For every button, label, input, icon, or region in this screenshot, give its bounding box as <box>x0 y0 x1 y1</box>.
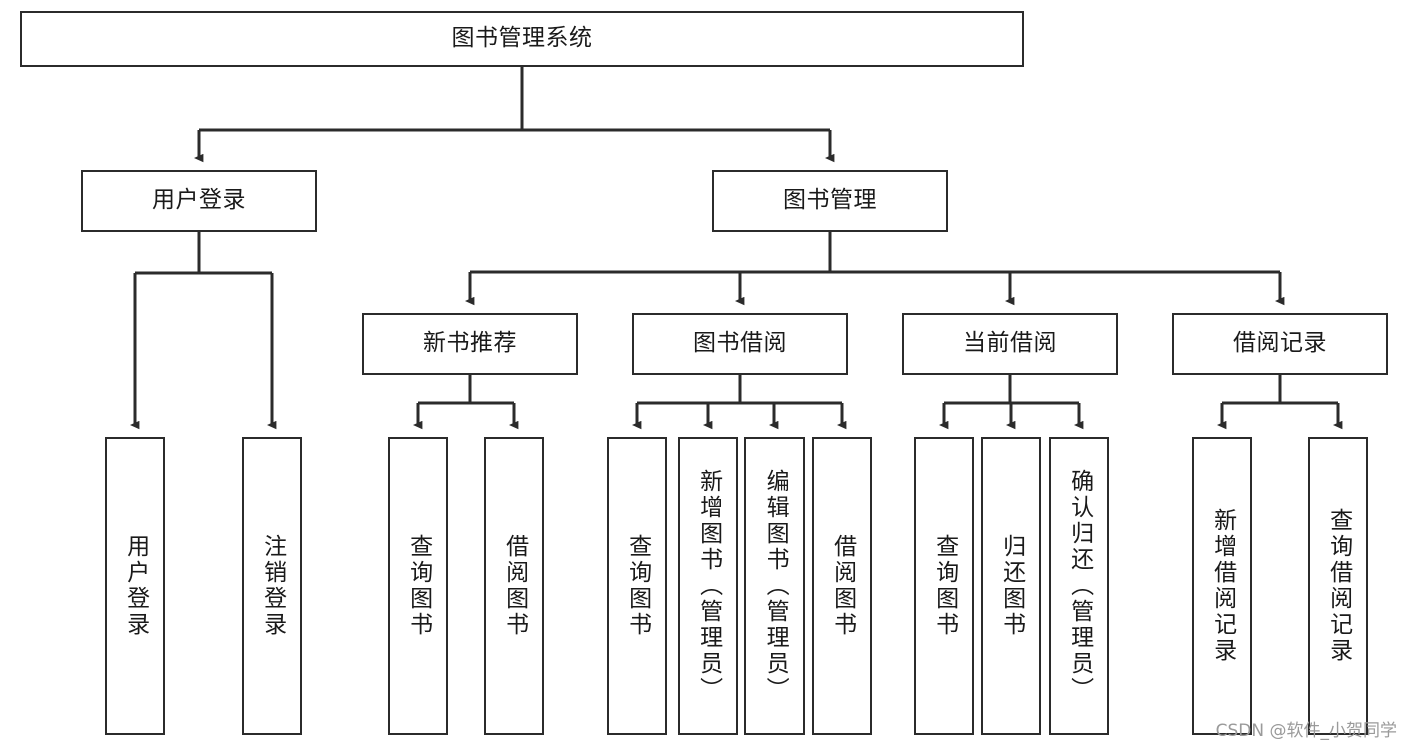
leaf-return-book[interactable]: 归还图书 <box>981 437 1041 735</box>
leaf-borrow-book-2[interactable]: 借阅图书 <box>812 437 872 735</box>
node-current-borrow-label: 当前借阅 <box>963 330 1057 357</box>
node-book-manage-label: 图书管理 <box>783 187 877 214</box>
leaf-query-book-3[interactable]: 查询图书 <box>914 437 974 735</box>
node-borrow-record-label: 借阅记录 <box>1233 330 1327 357</box>
leaf-logout-label: 注销登录 <box>259 534 286 638</box>
leaf-add-book[interactable]: 新增图书（管理员） <box>678 437 738 735</box>
leaf-query-book-1[interactable]: 查询图书 <box>388 437 448 735</box>
leaf-query-book-2-label: 查询图书 <box>624 534 651 638</box>
node-new-book-rec[interactable]: 新书推荐 <box>362 313 578 375</box>
leaf-query-book-3-label: 查询图书 <box>931 534 958 638</box>
leaf-borrow-book-1-label: 借阅图书 <box>501 534 528 638</box>
leaf-edit-book[interactable]: 编辑图书（管理员） <box>744 437 805 735</box>
leaf-confirm-return[interactable]: 确认归还（管理员） <box>1049 437 1109 735</box>
leaf-add-record-label: 新增借阅记录 <box>1209 508 1236 664</box>
leaf-add-record[interactable]: 新增借阅记录 <box>1192 437 1252 735</box>
leaf-return-book-label: 归还图书 <box>998 534 1025 638</box>
node-user-login-label: 用户登录 <box>152 187 246 214</box>
leaf-add-book-label: 新增图书（管理员） <box>695 469 722 703</box>
leaf-user-login-label: 用户登录 <box>122 534 149 638</box>
node-root-label: 图书管理系统 <box>451 25 593 52</box>
node-current-borrow[interactable]: 当前借阅 <box>902 313 1118 375</box>
leaf-query-record[interactable]: 查询借阅记录 <box>1308 437 1368 735</box>
leaf-query-book-1-label: 查询图书 <box>405 534 432 638</box>
leaf-confirm-return-label: 确认归还（管理员） <box>1066 469 1093 703</box>
node-book-borrow-label: 图书借阅 <box>693 330 787 357</box>
node-book-manage[interactable]: 图书管理 <box>712 170 948 232</box>
leaf-query-record-label: 查询借阅记录 <box>1325 508 1352 664</box>
leaf-borrow-book-2-label: 借阅图书 <box>829 534 856 638</box>
node-borrow-record[interactable]: 借阅记录 <box>1172 313 1388 375</box>
watermark: CSDN @软件_小贺同学 <box>1215 721 1397 741</box>
node-new-book-rec-label: 新书推荐 <box>423 330 517 357</box>
leaf-edit-book-label: 编辑图书（管理员） <box>762 469 789 703</box>
node-book-borrow[interactable]: 图书借阅 <box>632 313 848 375</box>
leaf-logout[interactable]: 注销登录 <box>242 437 302 735</box>
leaf-user-login[interactable]: 用户登录 <box>105 437 165 735</box>
leaf-query-book-2[interactable]: 查询图书 <box>607 437 667 735</box>
node-user-login[interactable]: 用户登录 <box>81 170 317 232</box>
leaf-borrow-book-1[interactable]: 借阅图书 <box>484 437 544 735</box>
node-root[interactable]: 图书管理系统 <box>20 11 1024 67</box>
